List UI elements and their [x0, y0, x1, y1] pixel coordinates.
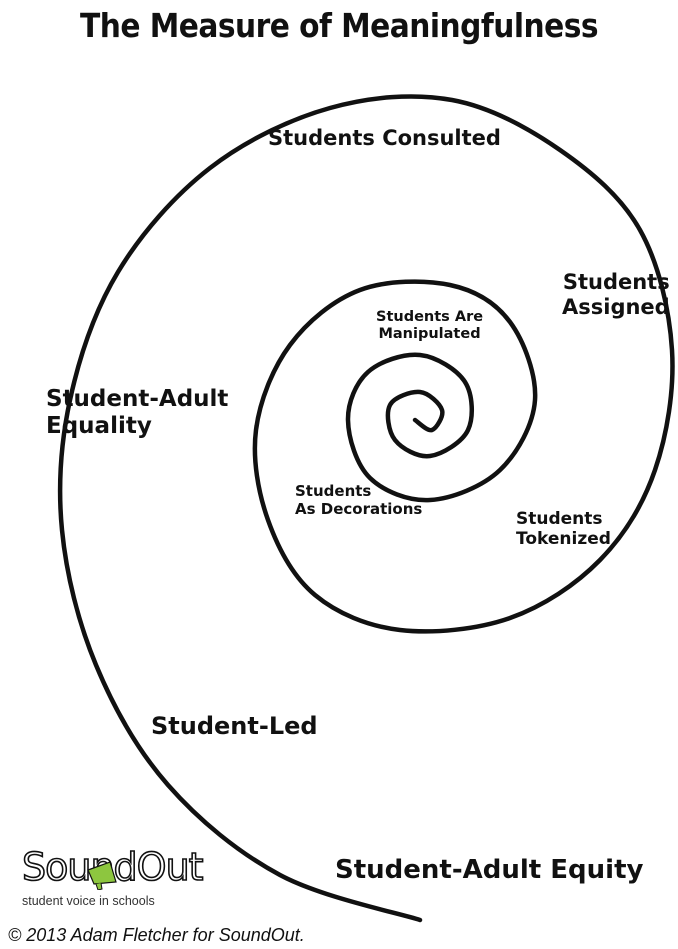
label-students-assigned: Students Assigned — [562, 270, 670, 319]
label-students-are-manipulated: Students Are Manipulated — [376, 309, 484, 343]
label-student-adult-equality: Student-Adult Equality — [46, 386, 229, 440]
label-student-adult-equity: Student-Adult Equity — [335, 855, 644, 885]
label-students-tokenized: Students Tokenized — [516, 509, 611, 550]
logo-tagline: student voice in schools — [22, 894, 155, 908]
label-students-consulted: Students Consulted — [268, 126, 501, 150]
soundout-logo: SoundOut student voice in schools — [20, 847, 204, 912]
label-students-as-decorations: Students As Decorations — [295, 482, 423, 518]
spiral-line — [57, 94, 675, 923]
megaphone-icon — [87, 861, 117, 890]
diagram-title: The Measure of Meaningfulness — [80, 6, 598, 45]
copyright-notice: © 2013 Adam Fletcher for SoundOut. — [8, 925, 305, 945]
label-student-led: Student-Led — [151, 712, 318, 740]
